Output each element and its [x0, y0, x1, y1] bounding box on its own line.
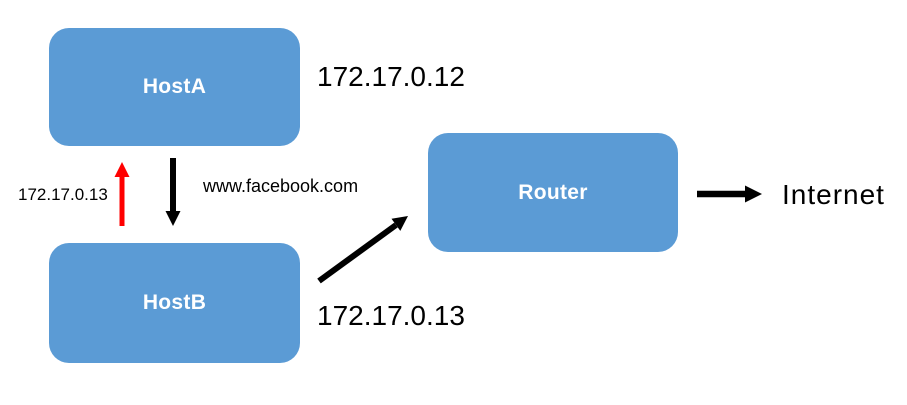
- node-hostb-label: HostB: [142, 291, 207, 314]
- node-router-label: Router: [518, 180, 588, 204]
- label-internet: Internet: [782, 179, 885, 210]
- node-hostb: HostB: [49, 243, 300, 363]
- arrow-hostb-to-router-icon: [317, 216, 408, 284]
- label-hosta-ip: 172.17.0.12: [317, 61, 465, 92]
- node-router: Router: [428, 133, 678, 252]
- arrow-hostb-to-hosta-icon: [114, 162, 130, 226]
- label-hostb-ip-small: 172.17.0.13: [18, 185, 108, 204]
- node-hosta-label: HostA: [142, 75, 207, 98]
- label-hostb-ip: 172.17.0.13: [317, 300, 465, 331]
- label-request-url: www.facebook.com: [203, 176, 359, 196]
- arrow-hosta-to-hostb-icon: [165, 158, 181, 226]
- arrow-router-to-internet-icon: [697, 185, 762, 203]
- node-hosta: HostA: [49, 28, 300, 146]
